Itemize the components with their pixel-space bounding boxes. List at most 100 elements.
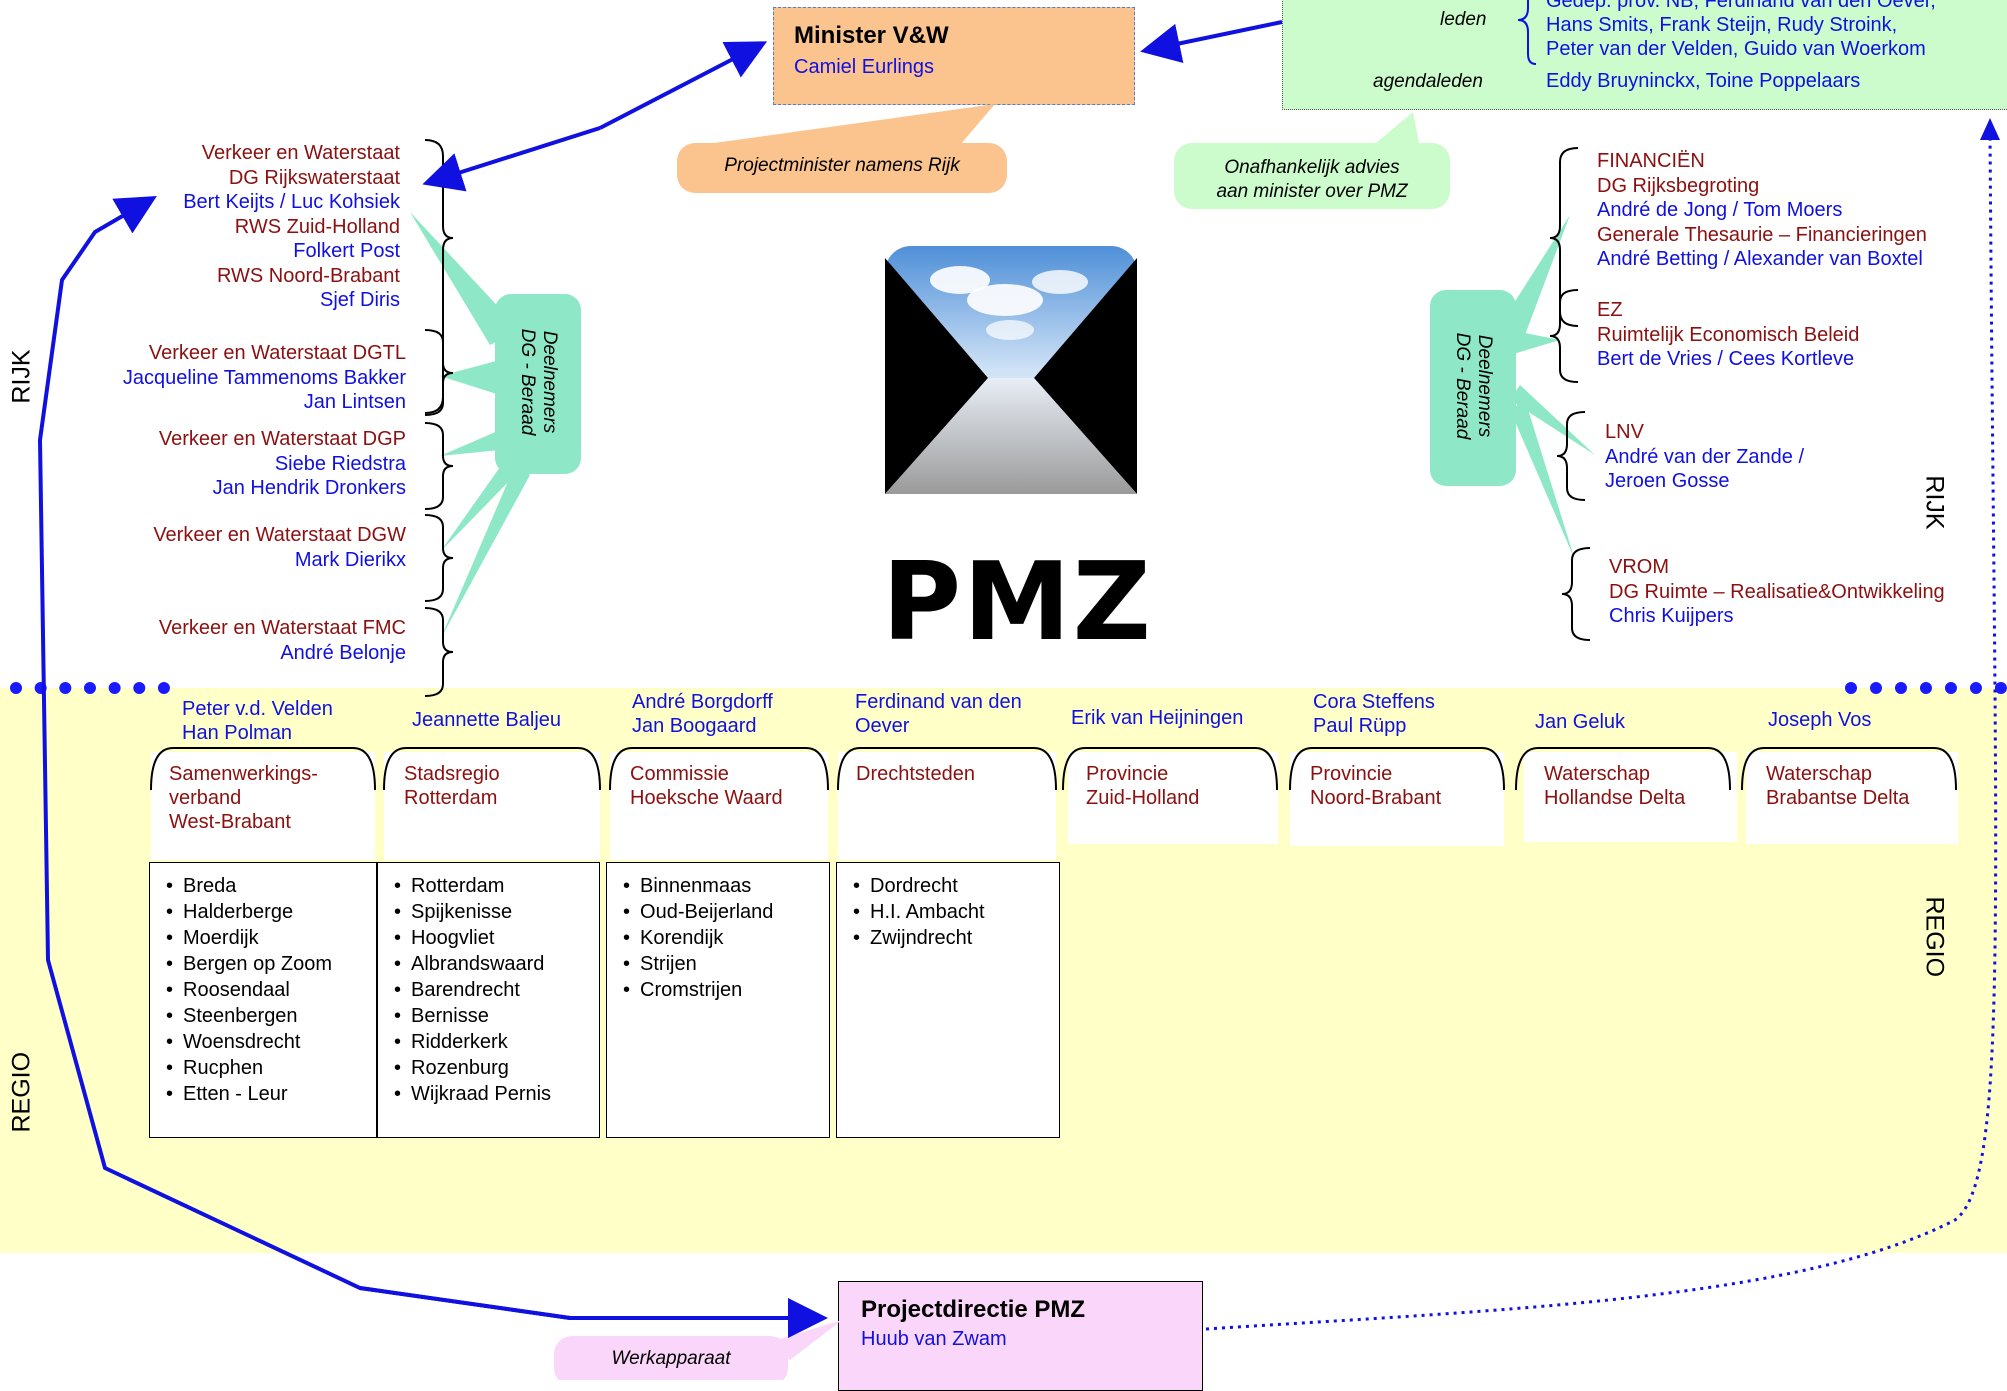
regio-head-line: Han Polman: [182, 722, 293, 744]
left-group-line: Verkeer en Waterstaat DGW: [153, 524, 406, 546]
muni-list-4: Dordrecht H.I. Ambacht Zwijndrecht: [836, 862, 1060, 1138]
left-group-line: Verkeer en Waterstaat FMC: [158, 617, 406, 639]
callout-werkapparaat-text: Werkapparaat: [611, 1348, 731, 1369]
right-group-line: VROM: [1609, 556, 1669, 578]
rijk-regio-divider-left: [10, 682, 170, 694]
regio-org-2: Stadsregio Rotterdam: [384, 752, 600, 860]
braces-left: [424, 139, 454, 697]
muni-item: Rucphen: [166, 1055, 376, 1081]
regio-org-line: Noord-Brabant: [1310, 787, 1442, 809]
muni-list-3: Binnenmaas Oud-Beijerland Korendijk Stri…: [606, 862, 830, 1138]
regio-org-line: Waterschap: [1766, 763, 1872, 785]
muni-item: Dordrecht: [853, 873, 1059, 899]
regio-head-1: Peter v.d. Velden Han Polman: [182, 697, 333, 745]
right-group-line: DG Ruimte – Realisatie&Ontwikkeling: [1609, 580, 1945, 603]
projectdirectie-box: Projectdirectie PMZ Huub van Zwam: [838, 1281, 1203, 1391]
regio-org-line: Stadsregio: [404, 763, 500, 785]
arrows: [37, 20, 1283, 1338]
left-group-line: RWS Noord-Brabant: [216, 264, 400, 287]
left-group-line: Sjef Diris: [319, 289, 400, 311]
muni-item: Moerdijk: [166, 925, 376, 951]
right-group-line: LNV: [1605, 421, 1644, 443]
regio-org-line: Brabantse Delta: [1766, 787, 1910, 809]
muni-item: Albrandswaard: [394, 951, 599, 977]
regio-org-8: Waterschap Brabantse Delta: [1746, 752, 1958, 844]
muni-item: Bergen op Zoom: [166, 951, 376, 977]
right-group-4: VROM DG Ruimte – Realisatie&Ontwikkeling…: [1609, 555, 1945, 629]
regio-org-line: Hollandse Delta: [1544, 787, 1686, 809]
right-group-3: LNV André van der Zande / Jeroen Gosse: [1605, 420, 1804, 494]
regio-org-line: Rotterdam: [404, 787, 498, 809]
muni-item: Halderberge: [166, 899, 376, 925]
left-group-line: DG Rijkswaterstaat: [228, 166, 400, 189]
muni-item: Zwijndrecht: [853, 925, 1059, 951]
muni-list-2: Rotterdam Spijkenisse Hoogvliet Albrands…: [377, 862, 600, 1138]
right-group-1: FINANCIËN DG Rijksbegroting André de Jon…: [1597, 149, 1927, 272]
regio-org-line: Provincie: [1310, 763, 1393, 785]
left-group-3: Verkeer en Waterstaat DGP Siebe Riedstra…: [159, 427, 406, 501]
muni-item: Korendijk: [623, 925, 829, 951]
left-group-line: Verkeer en Waterstaat DGP: [158, 428, 406, 450]
regio-head-line: Oever: [855, 715, 910, 737]
left-group-4: Verkeer en Waterstaat DGW Mark Dierikx: [153, 523, 406, 572]
muni-item: Spijkenisse: [394, 899, 599, 925]
regio-org-line: Hoeksche Waard: [630, 787, 783, 809]
muni-item: Hoogvliet: [394, 925, 599, 951]
callout-projectminister-text: Projectminister namens Rijk: [724, 155, 960, 176]
muni-item: Etten - Leur: [166, 1081, 376, 1107]
muni-item: Rozenburg: [394, 1055, 599, 1081]
muni-item: Wijkraad Pernis: [394, 1081, 599, 1107]
regio-head-line: Paul Rüpp: [1313, 715, 1407, 737]
left-group-line: Jan Hendrik Dronkers: [212, 477, 406, 499]
regio-head-3: André Borgdorff Jan Boogaard: [632, 690, 773, 738]
agendaleden-names: Eddy Bruyninckx, Toine Poppelaars: [1546, 70, 1861, 92]
regio-head-5: Erik van Heijningen: [1071, 706, 1243, 730]
right-group-line: André van der Zande /: [1605, 445, 1805, 468]
callout-advies-line1: Onafhankelijk advies: [1224, 157, 1400, 178]
left-group-line: André Belonje: [280, 641, 406, 664]
minister-box: Minister V&W Camiel Eurlings: [773, 7, 1135, 105]
minister-name: Camiel Eurlings: [794, 56, 935, 78]
regio-head-2: Jeannette Baljeu: [412, 708, 561, 732]
callout-onafhankelijk: [1174, 112, 1450, 209]
left-group-line: Verkeer en Waterstaat: [201, 142, 400, 164]
regio-head-line: Jan Geluk: [1535, 711, 1626, 733]
right-group-line: André de Jong / Tom Moers: [1597, 199, 1843, 221]
left-group-line: Jan Lintsen: [303, 391, 406, 413]
right-group-line: André Betting / Alexander van Boxtel: [1597, 248, 1923, 270]
regio-org-1: Samenwerkings- verband West-Brabant: [151, 752, 375, 860]
projectdirectie-name: Huub van Zwam: [861, 1328, 1007, 1350]
left-group-1: Verkeer en Waterstaat DG Rijkswaterstaat…: [183, 141, 400, 313]
right-group-line: DG Rijksbegroting: [1597, 174, 1760, 197]
callout-projectminister: [677, 104, 1007, 193]
regio-head-line: André Borgdorff: [632, 691, 773, 713]
pmz-logo-text: PMZ: [882, 540, 1153, 665]
muni-item: Rotterdam: [394, 873, 599, 899]
leden-brace: [1517, 0, 1537, 65]
regio-org-line: Waterschap: [1544, 763, 1650, 785]
regio-org-7: Waterschap Hollandse Delta: [1524, 752, 1737, 842]
adviesraad-box: leden Gedep. prov. NB, Ferdinand van den…: [1282, 0, 2007, 110]
left-group-line: Mark Dierikx: [294, 548, 406, 571]
muni-item: H.I. Ambacht: [853, 899, 1059, 925]
muni-item: Breda: [166, 873, 376, 899]
regio-org-6: Provincie Noord-Brabant: [1290, 752, 1504, 846]
left-group-line: Verkeer en Waterstaat DGTL: [148, 342, 406, 364]
projectdirectie-title: Projectdirectie PMZ: [861, 1296, 1086, 1323]
muni-item: Binnenmaas: [623, 873, 829, 899]
regio-org-line: Zuid-Holland: [1086, 787, 1200, 809]
regio-org-line: Provincie: [1086, 763, 1169, 785]
regio-head-4: Ferdinand van den Oever: [855, 690, 1022, 738]
muni-item: Roosendaal: [166, 977, 376, 1003]
right-group-line: Ruimtelijk Economisch Beleid: [1597, 323, 1860, 346]
right-group-line: Bert de Vries / Cees Kortleve: [1597, 348, 1855, 370]
left-group-5: Verkeer en Waterstaat FMC André Belonje: [159, 616, 406, 665]
left-group-2: Verkeer en Waterstaat DGTL Jacqueline Ta…: [123, 341, 406, 415]
leden-line-3: Peter van der Velden, Guido van Woerkom: [1546, 38, 1926, 60]
regio-org-line: Drechtsteden: [856, 763, 975, 785]
regio-org-line: Samenwerkings-: [169, 763, 318, 785]
regio-org-line: Commissie: [630, 763, 729, 785]
right-group-2: EZ Ruimtelijk Economisch Beleid Bert de …: [1597, 298, 1859, 372]
minister-title: Minister V&W: [794, 22, 949, 49]
regio-head-line: Jeannette Baljeu: [412, 709, 562, 731]
